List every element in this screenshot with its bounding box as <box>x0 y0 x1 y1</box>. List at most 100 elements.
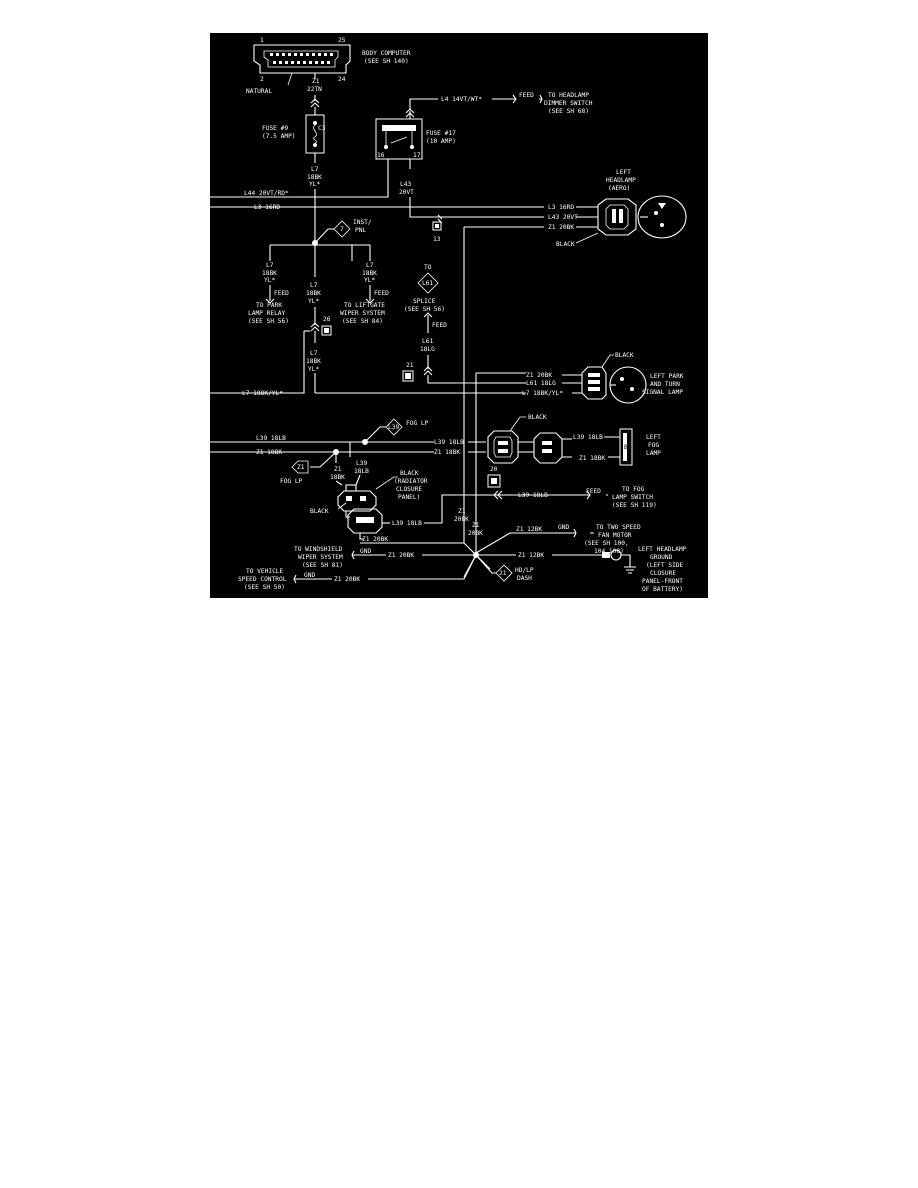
fog-connector-2 <box>533 432 563 464</box>
headlamp-label-2: HEADLAMP <box>606 177 636 184</box>
wire-fan-gnd <box>556 528 594 538</box>
gnd-v2-2: 20BK <box>468 530 483 537</box>
liftgate-w3: YL* <box>364 277 375 284</box>
fan-gnd: GND <box>558 524 569 531</box>
fuse9-label-1: FUSE #9 <box>262 125 288 132</box>
left-fog-pin: B <box>624 444 628 451</box>
windshield-label-1: TO WINDSHIELD <box>294 546 343 553</box>
wire-l7-bus-branch <box>210 331 305 394</box>
wire-z1-park <box>475 372 526 553</box>
radiator-label-2: (RADIATOR <box>394 478 428 485</box>
radiator-stubs <box>335 474 361 486</box>
conn13-num: 13 <box>433 236 441 243</box>
wire-l44 <box>210 159 389 198</box>
hd-lp-line2: DASH <box>517 575 532 582</box>
l7b-line3: YL* <box>308 366 319 373</box>
body-computer-connector <box>253 44 351 74</box>
headlamp-pigtails <box>576 206 598 228</box>
fan-label-3: (SEE SH 100, <box>584 540 629 547</box>
park-relay-w3: YL* <box>264 277 275 284</box>
splice-feed: FEED <box>432 322 447 329</box>
black-conn-color: BLACK <box>310 508 329 515</box>
hd-lp-diamond <box>495 564 513 582</box>
fog-lp-num: L39 <box>388 424 399 431</box>
fog-conn-color: BLACK <box>528 414 547 421</box>
l7c-line3: YL* <box>308 298 319 305</box>
hd-lp-num: 21 <box>499 570 507 577</box>
wire-liftgate <box>352 244 371 295</box>
left-fog-label-3: LAMP <box>646 450 661 457</box>
windshield-label-3: (SEE SH 81) <box>302 562 343 569</box>
park-turn-w1: Z1 20BK <box>526 372 552 379</box>
left-fog-w1: L39 18LB <box>573 434 603 441</box>
bc-wire-22tn: 22TN <box>307 86 322 93</box>
gnd-v1-1: Z1 <box>458 508 466 515</box>
wire-l39-black <box>424 494 486 524</box>
fog-lp-label: FOG LP <box>406 420 429 427</box>
fan-label-4: 104,108) <box>594 548 624 555</box>
ground-label-4: CLOSURE <box>650 570 676 577</box>
fuse9-label-2: (7.5 AMP) <box>262 133 296 140</box>
ground-wire: Z1 12BK <box>518 552 544 559</box>
inst-pnl-diamond <box>333 220 351 238</box>
radiator-l39-2: 18LB <box>354 468 369 475</box>
park-relay-feed: FEED <box>274 290 289 297</box>
dimmer-feed: FEED <box>519 92 534 99</box>
gnd-v2-1: Z1 <box>472 522 480 529</box>
fog-switch-feed <box>556 490 608 500</box>
park-turn-w3: L7 18BK/YL* <box>522 390 563 397</box>
l43-line2: 20VT <box>399 189 414 196</box>
wiring-diagram-svg: 1 25 2 24 BODY COMPUTER (SEE SH 140) NAT… <box>210 37 687 593</box>
speed-label-2: SPEED CONTROL <box>238 576 287 583</box>
hd-lp-line1: HD/LP <box>515 567 534 574</box>
park-relay-w1: L7 <box>266 262 274 269</box>
bus-l7-label: L7 18BK/YL* <box>242 390 283 397</box>
fog-bus-l39: L39 18LB <box>256 435 286 442</box>
fog-lp-diamond <box>385 418 403 436</box>
left-fog-w2: Z1 18BK <box>579 455 605 462</box>
bc-pin-1: 1 <box>260 37 264 44</box>
wire-l61-feed <box>423 312 433 333</box>
fog-bus-z1: Z1 18BK <box>256 449 282 456</box>
black-conn-leader <box>337 502 347 510</box>
ground-label-5: PANEL-FRONT <box>642 578 683 585</box>
ground-ring-terminal-icon <box>602 549 636 574</box>
wiring-diagram: 1 25 2 24 BODY COMPUTER (SEE SH 140) NAT… <box>210 33 708 598</box>
splice-label-1: SPLICE <box>413 298 436 305</box>
bc-pin-z1: Z1 <box>312 78 320 85</box>
windshield-label-2: WIPER SYSTEM <box>298 554 343 561</box>
l7a-line2: 18BK <box>307 174 322 181</box>
fuse-9 <box>305 114 325 154</box>
splice-diamond <box>417 272 439 294</box>
headlamp-color: BLACK <box>556 241 575 248</box>
fog-lp-left-leader <box>310 451 337 468</box>
liftgate-w2: 18BK <box>362 270 377 277</box>
windshield-wire: Z1 20BK <box>388 552 414 559</box>
fog-lp-leader <box>364 426 386 443</box>
fog-conn-bridge <box>518 441 534 453</box>
park-turn-connector <box>581 366 607 400</box>
left-fog-lamp <box>619 428 633 466</box>
liftgate-label-2: WIPER SYSTEM <box>340 310 385 317</box>
park-turn-label-1: LEFT PARK <box>650 373 684 380</box>
conn21-num: 21 <box>406 362 414 369</box>
radiator-z1-2: 18BK <box>330 474 345 481</box>
fog-lp-left-label: FOG LP <box>280 478 303 485</box>
wire-l4-feed <box>492 94 543 104</box>
fog-switch-chevron <box>493 490 503 500</box>
bc-label-2: (SEE SH 140) <box>364 58 409 65</box>
radiator-z1-1: Z1 <box>334 466 342 473</box>
park-relay-label-3: (SEE SH 56) <box>248 318 289 325</box>
wire-z1-fan <box>475 532 556 554</box>
fog-lamp-pigtails <box>562 438 572 458</box>
fog-switch-label-2: LAMP SWITCH <box>612 494 653 501</box>
fuse9-pin: C3 <box>318 125 326 132</box>
park-relay-label-1: TO PARK <box>256 302 282 309</box>
splice-code: L61 <box>422 280 433 287</box>
black-conn-wire: L39 18LB <box>392 520 422 527</box>
inst-pnl-line2: PNL <box>355 227 366 234</box>
park-turn-color: BLACK <box>615 352 634 359</box>
ground-label-1: LEFT HEADLAMP <box>638 546 687 553</box>
wire-l4 <box>409 98 438 109</box>
speed-wire: Z1 20BK <box>334 576 360 583</box>
